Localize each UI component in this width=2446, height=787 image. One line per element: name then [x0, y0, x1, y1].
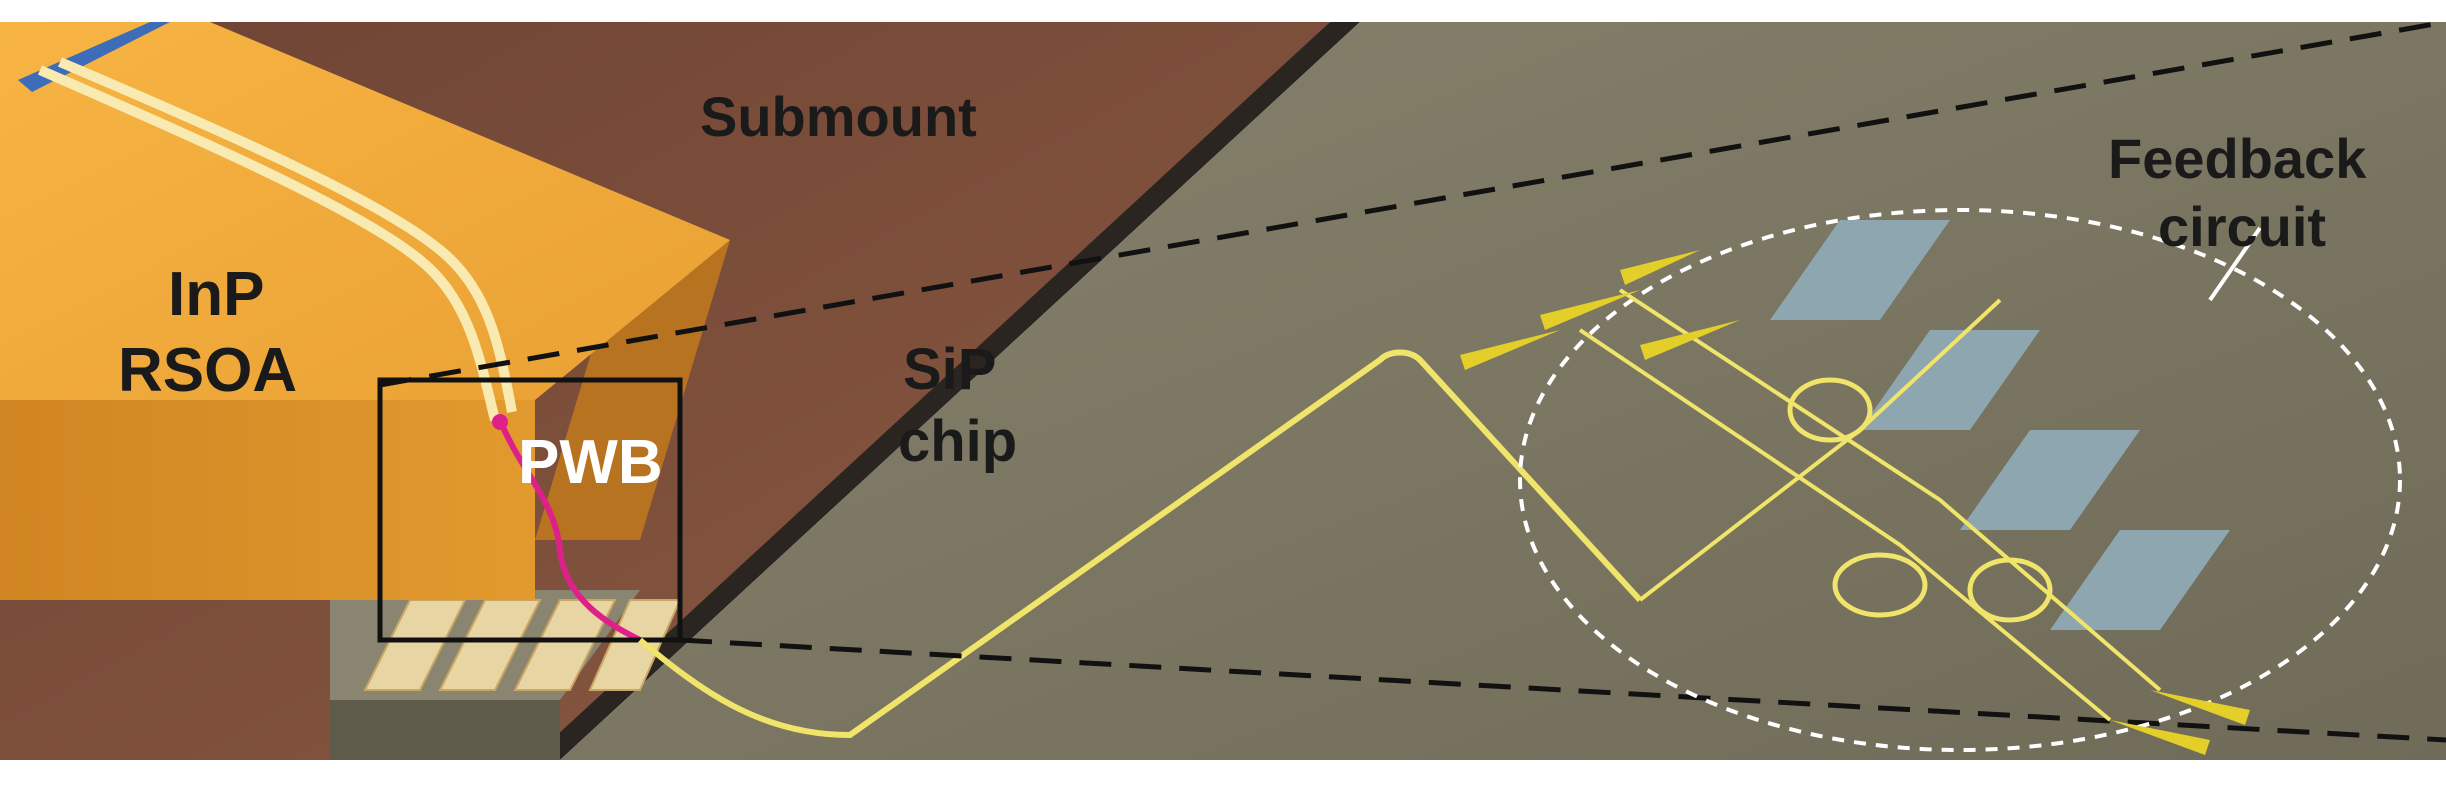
feedback-circuit-outline [1518, 208, 2402, 752]
taper [1540, 290, 1640, 330]
sip-chip-edge [530, 22, 1360, 760]
tapered-couplers [1460, 250, 2250, 755]
rsoa-waveguide [37, 65, 500, 422]
taper [2150, 690, 2250, 725]
label-submount: Submount [700, 85, 977, 148]
pwb-endpoint-marker [492, 414, 508, 430]
circuit-waveguide [1638, 298, 2002, 602]
label-inp: InP [168, 260, 265, 329]
contact-pad [2050, 530, 2230, 630]
taper [1640, 320, 1740, 360]
contact-pad [1960, 430, 2140, 530]
label-pwb: PWB [518, 428, 663, 497]
circuit-waveguide [1578, 328, 2112, 722]
ring-resonator [1787, 377, 1873, 443]
contact-pad [1860, 330, 2040, 430]
sip-chip-front [330, 700, 560, 760]
label-feedback: Feedback [2108, 127, 2367, 190]
taper [2110, 720, 2210, 755]
photonic-wire-bond [497, 418, 642, 643]
inset-box [377, 377, 683, 643]
taper [1620, 250, 1700, 285]
label-sip: SiP [903, 337, 997, 402]
chip-bond-pads [363, 599, 682, 691]
zoom-line-bottom [679, 637, 2446, 743]
bond-pad [588, 599, 682, 691]
bond-pad [513, 599, 617, 691]
label-chip: chip [898, 409, 1018, 474]
rsoa-waveguide [58, 57, 517, 413]
electrical-pads [1770, 220, 2230, 630]
label-circuit: circuit [2158, 195, 2327, 258]
feedback-leader-line [2208, 226, 2262, 302]
contact-pad [1770, 220, 1950, 320]
circuit-waveguides [1578, 288, 2162, 722]
sip-waveguide [638, 349, 1643, 739]
inp-rsoa-side [535, 240, 730, 540]
inp-rsoa-front [0, 400, 535, 600]
ring-resonator [1832, 552, 1928, 618]
label-rsoa: RSOA [118, 336, 298, 405]
taper [1460, 330, 1560, 370]
circuit-waveguide [1618, 288, 2162, 692]
